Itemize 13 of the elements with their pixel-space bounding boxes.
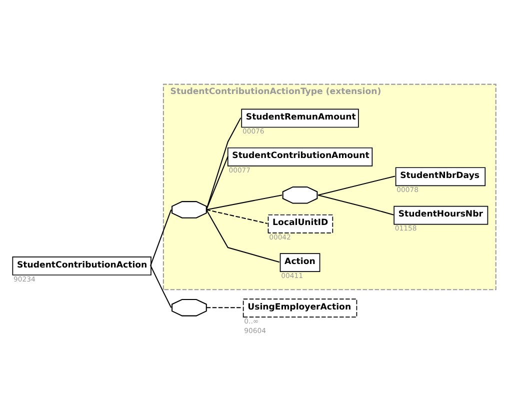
node-octagon bbox=[282, 186, 318, 204]
node-octagon bbox=[172, 298, 207, 316]
connector bbox=[206, 209, 268, 224]
connector bbox=[150, 210, 172, 266]
connector bbox=[206, 194, 282, 210]
connector bbox=[150, 265, 172, 308]
connector bbox=[206, 156, 228, 210]
connector bbox=[318, 176, 396, 196]
node-octagon bbox=[172, 201, 207, 218]
connector bbox=[206, 118, 242, 210]
connector bbox=[318, 194, 394, 216]
connector bbox=[206, 209, 280, 263]
connector bbox=[206, 307, 242, 308]
